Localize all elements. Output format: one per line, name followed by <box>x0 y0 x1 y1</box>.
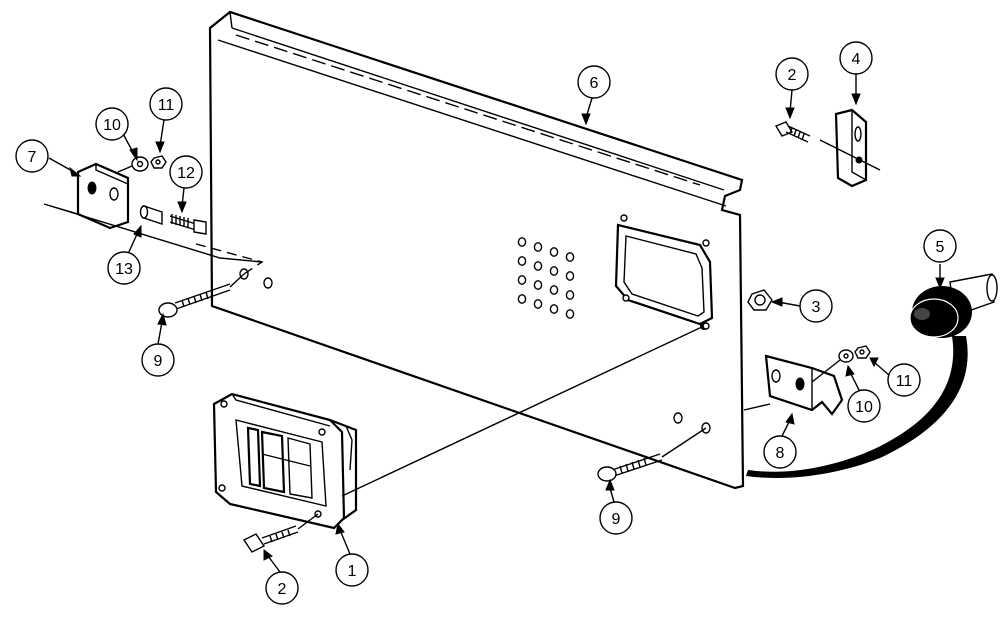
screw-9-right <box>597 427 707 482</box>
svg-text:10: 10 <box>855 399 873 416</box>
screw-9-left <box>158 273 245 318</box>
callout-8: 8 <box>763 435 797 469</box>
washer-10-right <box>838 349 854 363</box>
svg-text:13: 13 <box>115 261 133 278</box>
callout-6: 6 <box>577 65 611 99</box>
grille-hole <box>533 242 543 252</box>
grille-hole <box>565 271 575 281</box>
callouts: 1 2 2 3 4 5 6 7 8 9 9 10 10 11 11 12 13 <box>15 41 957 605</box>
rear-panel <box>208 10 745 490</box>
svg-text:3: 3 <box>812 299 821 316</box>
callout-4: 4 <box>839 41 873 75</box>
svg-text:10: 10 <box>103 117 121 134</box>
grille-hole <box>549 247 559 257</box>
svg-text:2: 2 <box>788 67 797 84</box>
grille-hole <box>517 294 527 304</box>
svg-text:9: 9 <box>154 353 163 370</box>
nut-11-right <box>854 345 871 359</box>
grille-hole <box>565 252 575 262</box>
fastener-3 <box>747 289 773 311</box>
callout-leaders <box>48 74 945 573</box>
grille-hole <box>533 261 543 271</box>
spacer-pin <box>139 205 163 225</box>
svg-text:5: 5 <box>936 239 945 256</box>
callout-9-left: 9 <box>141 343 175 377</box>
bolt-2-bottom <box>242 513 319 553</box>
grille-hole <box>549 266 559 276</box>
svg-text:11: 11 <box>158 97 175 114</box>
callout-9-right: 9 <box>599 501 633 535</box>
panel-cutout <box>614 214 714 330</box>
nut-11-left <box>150 155 167 169</box>
callout-7: 7 <box>15 139 49 173</box>
callout-3: 3 <box>799 289 833 323</box>
callout-10-left: 10 <box>95 107 129 141</box>
svg-text:12: 12 <box>177 165 195 182</box>
svg-text:1: 1 <box>348 563 357 580</box>
grille-hole <box>549 285 559 295</box>
knob-5 <box>746 273 998 478</box>
callout-2-top: 2 <box>775 57 809 91</box>
callout-2-bottom: 2 <box>265 571 299 605</box>
callout-10-right: 10 <box>847 389 881 423</box>
svg-text:9: 9 <box>612 511 621 528</box>
bracket-left <box>43 162 264 275</box>
grille-hole <box>565 290 575 300</box>
grille-hole <box>533 280 543 290</box>
callout-12: 12 <box>169 155 203 189</box>
bolt-12 <box>169 214 207 235</box>
svg-text:7: 7 <box>28 149 37 166</box>
washer-10-left <box>117 156 149 173</box>
grille-hole <box>517 237 527 247</box>
callout-13: 13 <box>107 251 141 285</box>
grille-holes <box>517 237 575 319</box>
grille-hole <box>533 299 543 309</box>
svg-text:6: 6 <box>590 75 599 92</box>
grille-hole <box>517 256 527 266</box>
mount-frame <box>212 325 705 530</box>
bracket-top-right <box>819 108 881 188</box>
svg-text:4: 4 <box>852 51 861 68</box>
callout-11-left: 11 <box>149 87 183 121</box>
svg-text:8: 8 <box>776 445 785 462</box>
callout-1: 1 <box>335 553 369 587</box>
svg-text:2: 2 <box>278 581 287 598</box>
bolt-2-top <box>774 121 811 143</box>
grille-hole <box>549 304 559 314</box>
grille-hole <box>517 275 527 285</box>
callout-5: 5 <box>923 229 957 263</box>
svg-text:11: 11 <box>896 373 913 390</box>
grille-hole <box>565 309 575 319</box>
callout-11-right: 11 <box>887 363 921 397</box>
bracket-lower-right <box>743 354 844 416</box>
